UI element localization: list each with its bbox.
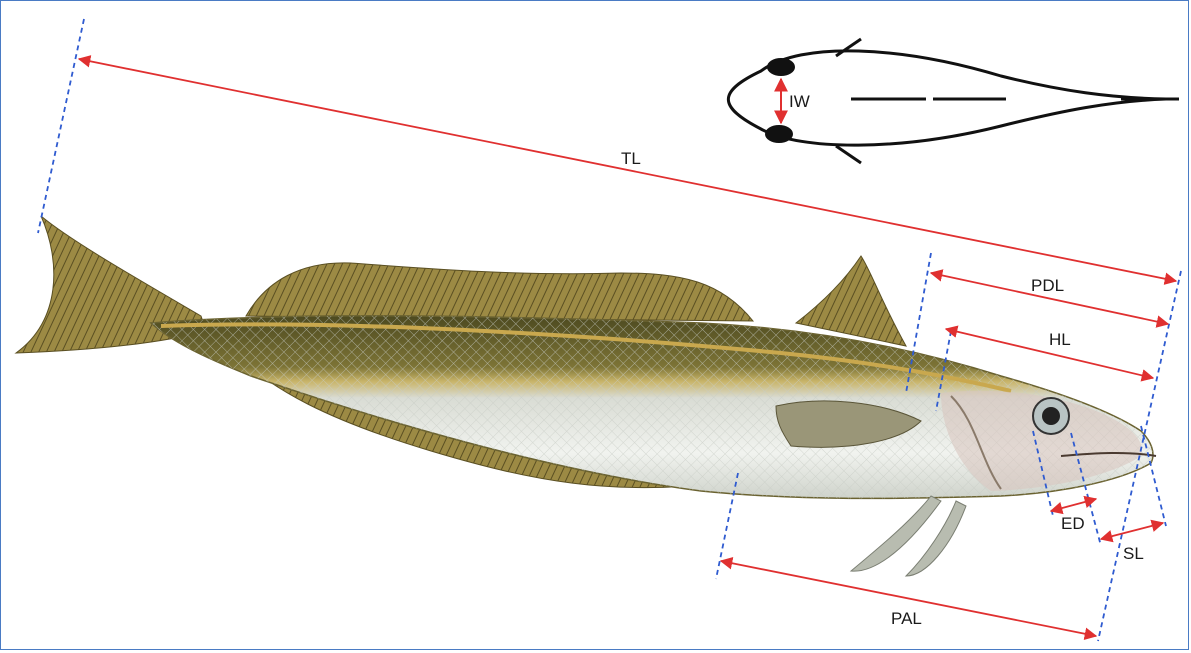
label-iw: IW bbox=[789, 92, 810, 111]
label-pdl: PDL bbox=[1031, 276, 1064, 295]
label-hl: HL bbox=[1049, 330, 1071, 349]
sl-arrow bbox=[1101, 523, 1163, 539]
fish-illustration bbox=[16, 216, 1156, 576]
label-sl: SL bbox=[1123, 544, 1144, 563]
label-ed: ED bbox=[1061, 514, 1085, 533]
label-tl: TL bbox=[621, 149, 641, 168]
label-pal: PAL bbox=[891, 609, 922, 628]
